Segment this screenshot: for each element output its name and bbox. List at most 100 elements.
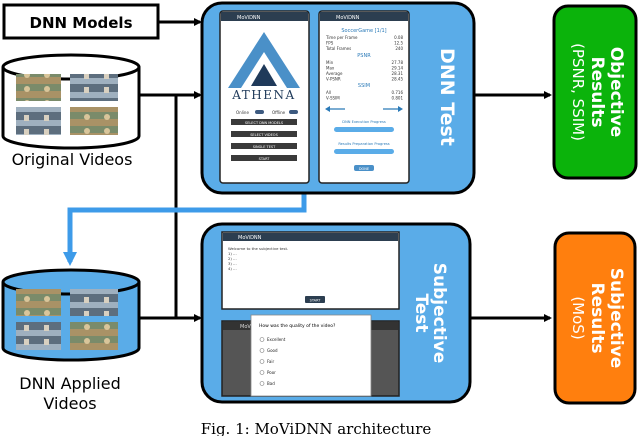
toggle-offline-label: Offline — [272, 110, 286, 115]
ssim-title: SSIM — [358, 83, 370, 89]
original-videos-label: Original Videos — [12, 150, 133, 169]
select-models-button-label: SELECT DNN MODELS — [245, 121, 284, 125]
subjective-results-line2: Results — [587, 283, 607, 354]
objective-results-line3: (PSNR, SSIM) — [569, 43, 587, 141]
rating-option-label: Fair — [267, 359, 274, 364]
stat-label: FPS — [326, 41, 334, 46]
phone-right: MoViDNN SoccerGame [1/1] Time per Frame 0… — [318, 10, 410, 184]
instruction-line: 1) ... — [228, 251, 237, 256]
dnn-progress-label: DNN Execution Progress — [342, 120, 386, 124]
stat-label: Time per Frame — [325, 35, 358, 40]
subjective-screen-rating: MoViDNN How was the quality of the video… — [221, 314, 400, 397]
stat-label: V-SSIM — [326, 96, 340, 101]
subjective-test-panel: Subjective Test MoViDNN Welcome to the s… — [200, 222, 472, 404]
screen1-appbar: MoViDNN — [238, 235, 262, 241]
video-thumbnail — [16, 289, 61, 316]
subjective-screen-instructions: MoViDNN Welcome to the subjective test.1… — [221, 231, 400, 310]
phone-left-appbar: MoViDNN — [237, 15, 261, 21]
applied-videos-cylinder — [1, 268, 141, 362]
rating-radio[interactable] — [259, 359, 265, 364]
objective-results-line1: Objective — [606, 47, 626, 138]
stat-label: Max — [326, 66, 335, 71]
dnn-progress-bar — [334, 127, 394, 132]
stat-value: 0.801 — [392, 96, 404, 101]
rating-radio[interactable] — [259, 337, 265, 342]
stat-value: 0.716 — [392, 90, 404, 95]
video-thumbnail — [70, 322, 118, 350]
rating-radio[interactable] — [259, 381, 265, 386]
rating-radio[interactable] — [259, 348, 265, 353]
results-progress-label: Results Preparation Progress — [338, 142, 389, 146]
toggle-online[interactable] — [255, 110, 264, 114]
dnn-test-panel: DNN Test MoViDNN ATHENA Online Offline S… — [200, 1, 476, 195]
applied-output-arrow — [63, 191, 307, 266]
video-thumbnail — [16, 107, 61, 135]
stat-value: 29.14 — [392, 66, 404, 71]
rating-dialog — [250, 314, 372, 397]
video-thumbnail — [70, 107, 118, 135]
athena-logo-text: ATHENA — [231, 88, 295, 102]
rating-option-label: Poor — [267, 370, 276, 375]
stat-label: All — [326, 90, 331, 95]
subjective-results-box: Subjective Results (MoS) — [553, 231, 637, 405]
original-videos-cylinder — [1, 53, 141, 150]
rating-radio[interactable] — [259, 370, 265, 375]
results-progress-bar — [334, 149, 394, 154]
dnn-models-label: DNN Models — [30, 14, 133, 32]
single-test-button-label: SINGLE TEST — [253, 145, 276, 149]
dnn-models-box: DNN Models — [2, 3, 160, 40]
objective-results-line2: Results — [587, 57, 607, 128]
stat-label: Average — [326, 71, 343, 76]
stat-value: 28.31 — [392, 71, 404, 76]
video-thumbnail — [16, 322, 61, 350]
objective-results-box: Objective Results (PSNR, SSIM) — [552, 4, 638, 180]
video-thumbnail — [70, 289, 118, 316]
result-title: SoccerGame [1/1] — [341, 28, 386, 34]
video-thumbnail — [16, 74, 61, 101]
subjective-test-label-1: Subjective — [429, 263, 449, 364]
instruction-line: 2) ... — [228, 256, 237, 261]
select-models-button[interactable] — [231, 119, 297, 125]
rating-question: How was the quality of the video? — [259, 323, 336, 329]
single-test-button[interactable] — [231, 143, 297, 149]
instruction-line: 4) ... — [228, 266, 237, 271]
phone-left: MoViDNN ATHENA Online Offline SELECT DNN… — [219, 10, 310, 184]
instruction-lines: Welcome to the subjective test.1) ...2) … — [228, 246, 288, 271]
phone-right-appbar: MoViDNN — [336, 15, 360, 21]
subjective-results-line3: (MoS) — [569, 296, 587, 339]
applied-videos-label-1: DNN Applied — [19, 374, 121, 393]
instruction-line: Welcome to the subjective test. — [228, 246, 288, 251]
start-button-label: START — [259, 157, 271, 161]
stat-value: 0.08 — [394, 35, 403, 40]
select-videos-button[interactable] — [231, 131, 297, 137]
stat-value: 28.45 — [392, 77, 404, 82]
done-button-label: DONE — [359, 167, 369, 171]
stat-label: Total Frames — [325, 46, 351, 51]
stat-value: 12.5 — [394, 41, 403, 46]
done-button[interactable] — [354, 165, 374, 171]
stat-value: 240 — [395, 46, 403, 51]
subjective-start-button[interactable] — [305, 296, 325, 303]
stat-label: Min — [326, 60, 334, 65]
toggle-offline[interactable] — [289, 110, 298, 114]
subjective-results-line1: Subjective — [606, 268, 626, 369]
stat-value: 27.78 — [392, 60, 404, 65]
connectors — [139, 18, 552, 322]
figure-caption: Fig. 1: MoViDNN architecture — [201, 420, 432, 436]
applied-videos-label-2: Videos — [43, 394, 96, 413]
psnr-title: PSNR — [357, 53, 371, 59]
toggle-online-label: Online — [236, 110, 249, 115]
rating-option-label: Excellent — [267, 337, 286, 342]
subjective-test-label-2: Test — [411, 293, 431, 332]
stat-label: V-PSNR — [326, 77, 341, 82]
select-videos-button-label: SELECT VIDEOS — [250, 133, 278, 137]
instruction-line: 3) ... — [228, 261, 237, 266]
start-button[interactable] — [231, 155, 297, 161]
subjective-start-button-label: START — [310, 299, 322, 303]
video-thumbnail — [70, 74, 118, 101]
